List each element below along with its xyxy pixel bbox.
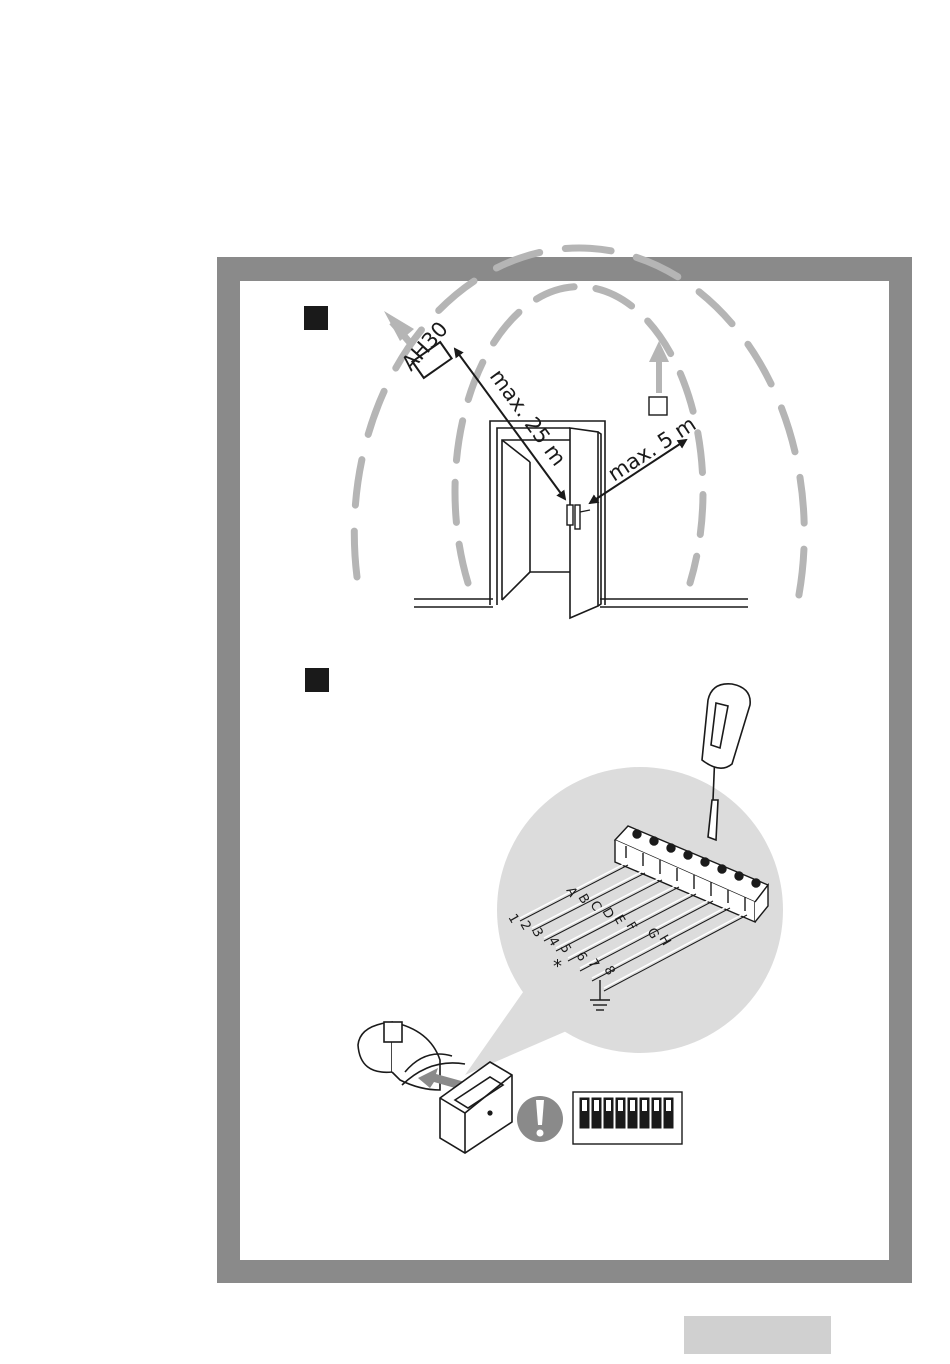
cover-plate — [440, 1062, 512, 1153]
asterisk-marker: * — [553, 956, 562, 977]
distance-label-25m: max. 25 m — [485, 365, 571, 471]
wiring-diagram: A B C D E F G H 1 2 3 4 5 6 7 8 * — [358, 684, 783, 1153]
dip-switch — [573, 1092, 682, 1144]
warning-icon — [517, 1096, 563, 1142]
range-diagram: AH30 max. 25 m max. 5 m — [354, 248, 804, 618]
distance-label-5m: max. 5 m — [604, 412, 701, 486]
ah30-direction-arrowhead — [384, 311, 414, 341]
indicator-square — [649, 397, 667, 415]
